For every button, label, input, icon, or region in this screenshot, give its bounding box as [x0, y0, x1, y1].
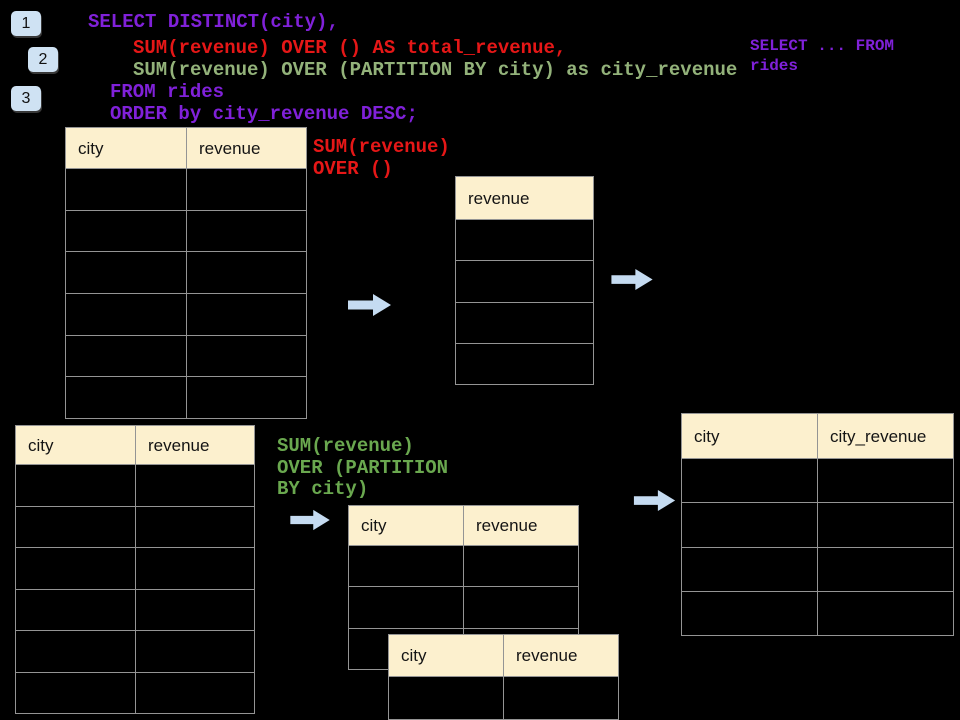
table-cell-empty [16, 464, 136, 506]
table-rides-source-bottom: city revenue [15, 425, 255, 714]
column-header-city: city [16, 426, 136, 464]
table-cell-empty [136, 464, 254, 506]
flow-arrow-right-icon [348, 294, 391, 316]
sql-line-order-by: ORDER by city_revenue DESC; [110, 103, 418, 125]
column-header-city: city [389, 635, 504, 676]
column-header-revenue: revenue [504, 635, 618, 676]
table-cell-empty [464, 627, 578, 669]
table-cell-empty [818, 546, 953, 591]
table-cell-empty [682, 502, 818, 547]
table-cell-empty [187, 334, 306, 377]
table-cell-empty [187, 293, 306, 335]
table-cell-empty [456, 342, 593, 384]
sql-line-select: SELECT DISTINCT(city), [88, 11, 339, 33]
table-cell-empty [464, 586, 578, 627]
table-cell-empty [66, 251, 187, 294]
table-cell-empty [66, 209, 187, 252]
column-header-city: city [682, 414, 818, 458]
table-cell-empty [187, 251, 306, 293]
table-cell-empty [66, 334, 187, 377]
table-cell-empty [682, 590, 818, 636]
table-cell-empty [187, 209, 306, 252]
flow-arrow-right-icon [611, 268, 653, 291]
table-cell-empty [66, 293, 187, 335]
table-cell-empty [136, 630, 254, 672]
table-cell-empty [66, 168, 187, 210]
step-badge-2: 2 [28, 47, 58, 72]
sql-line-total-revenue: SUM(revenue) OVER () AS total_revenue, [133, 37, 567, 59]
table-cell-empty [187, 168, 306, 210]
table-cell-empty [456, 260, 593, 301]
table-cell-empty [136, 505, 254, 548]
table-cell-empty [136, 588, 254, 631]
column-header-city: city [66, 128, 187, 168]
table-cell-empty [682, 458, 818, 503]
table-cell-empty [16, 588, 136, 630]
column-header-revenue: revenue [136, 426, 254, 464]
column-header-revenue: revenue [464, 506, 578, 545]
annotation-sum-over-partition: SUM(revenue) OVER (PARTITION BY city) [277, 435, 449, 500]
sql-line-from: FROM rides [110, 81, 225, 103]
table-total-revenue-result: revenue [455, 176, 594, 386]
table-cell-empty [818, 502, 953, 546]
table-cell-empty [464, 545, 578, 586]
table-cell-empty [16, 671, 136, 713]
annotation-sum-over-all: SUM(revenue) OVER () [313, 136, 450, 180]
sql-line-city-revenue: SUM(revenue) OVER (PARTITION BY city) as… [133, 59, 738, 81]
table-cell-empty [16, 630, 136, 672]
table-cell-empty [504, 676, 618, 719]
flow-arrow-right-icon [633, 489, 676, 512]
column-header-revenue: revenue [456, 177, 593, 219]
column-header-city-revenue: city_revenue [818, 414, 953, 458]
step-badge-1: 1 [11, 11, 41, 36]
table-cell-empty [136, 547, 254, 589]
table-partition-front: city revenue [388, 634, 619, 720]
table-cell-empty [682, 546, 818, 591]
step-badge-3: 3 [11, 86, 41, 111]
column-header-city: city [349, 506, 464, 545]
table-cell-empty [818, 458, 953, 502]
table-cell-empty [456, 219, 593, 260]
table-cell-empty [456, 301, 593, 343]
column-header-revenue: revenue [187, 128, 306, 168]
flow-arrow-right-icon [290, 509, 330, 531]
table-cell-empty [136, 671, 254, 714]
table-cell-empty [16, 505, 136, 547]
table-rides-source-top: city revenue [65, 127, 307, 420]
table-cell-empty [16, 547, 136, 589]
table-city-revenue-result: city city_revenue [681, 413, 954, 637]
table-cell-empty [187, 376, 306, 418]
table-cell-empty [66, 376, 187, 419]
table-cell-empty [349, 545, 464, 587]
table-partition-back: city revenue [348, 505, 579, 670]
sql-summary-note: SELECT ... FROM rides [750, 37, 895, 75]
table-cell-empty [389, 676, 504, 719]
table-cell-empty [818, 590, 953, 635]
table-cell-empty [349, 586, 464, 628]
